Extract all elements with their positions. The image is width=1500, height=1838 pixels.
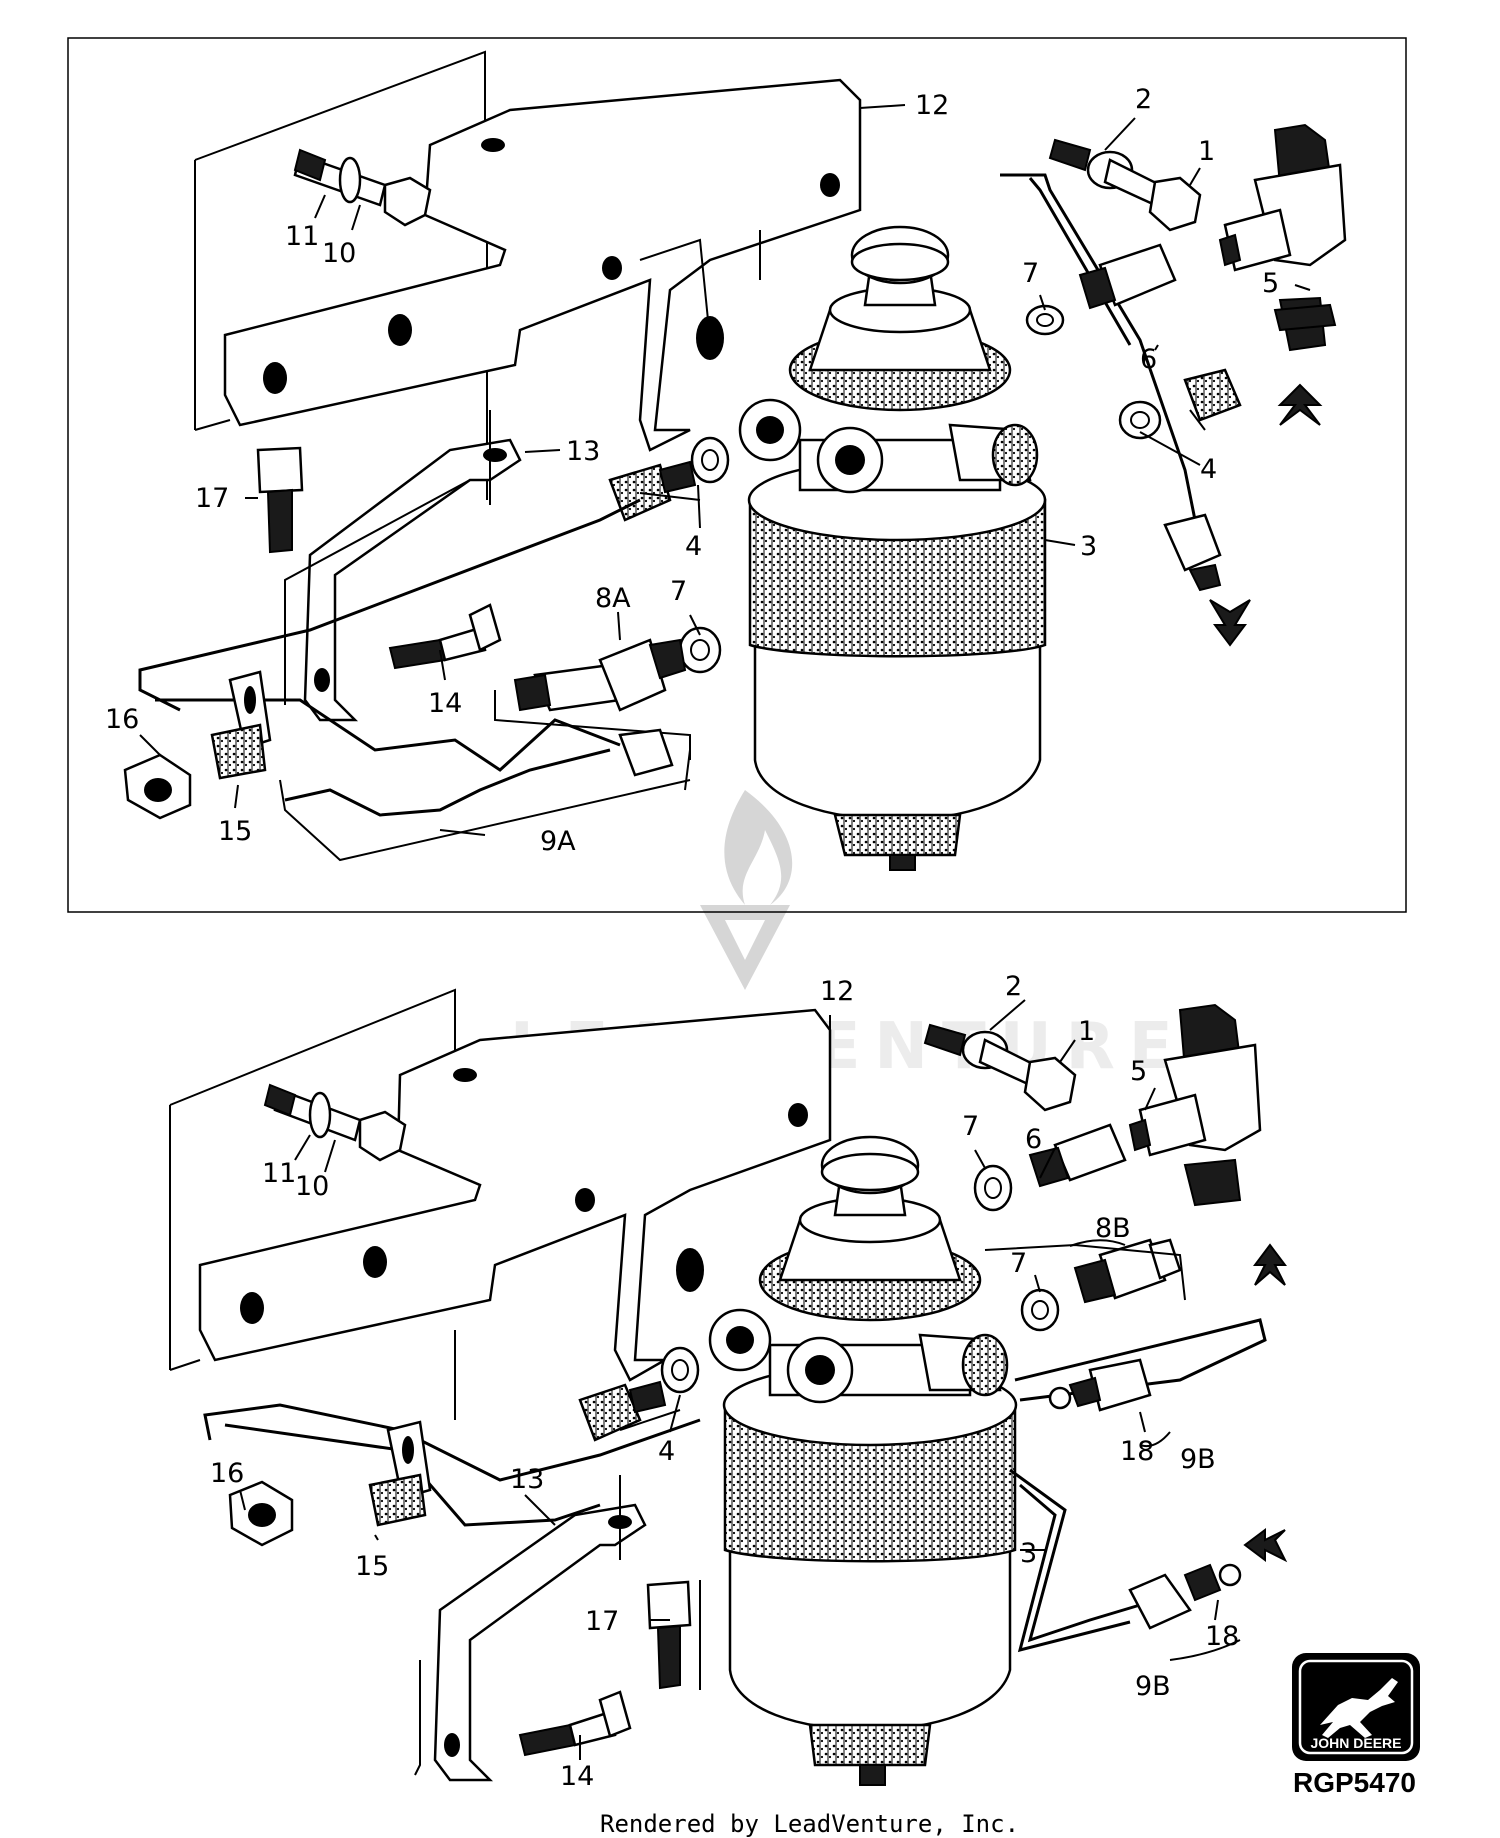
callout-2: 2: [1005, 971, 1022, 1002]
line-9a-nut: [618, 728, 674, 777]
callout-leaders: [239, 999, 1241, 1760]
callout-3: 3: [1020, 1538, 1037, 1569]
bracket-12-hole: [388, 314, 412, 346]
callout-16: 16: [210, 1458, 244, 1489]
logo-brand-text: JOHN DEERE: [1310, 1735, 1401, 1751]
callout-7: 7: [1022, 258, 1039, 289]
fitting-6: [1078, 243, 1177, 310]
bracket-12-hole: [263, 362, 287, 394]
banjo-bolt-4: [1183, 368, 1242, 422]
flow-arrow-icon: [1209, 599, 1251, 647]
fuel-filter-3: [738, 225, 1047, 871]
top-view: 12 2 1 11 10 7 5 6 4 13 17 4 3 8A 7 14 1…: [67, 37, 1407, 1000]
figure-code: RGP5470: [1293, 1767, 1416, 1798]
bottom-callouts: 12 2 1 5 11 10 7 6 8B 7 4 18 9B 16 13 15…: [210, 971, 1239, 1792]
mount-plane-lines: [169, 988, 456, 1420]
callout-18: 18: [1120, 1436, 1154, 1467]
bracket-12-hole: [602, 256, 622, 280]
bolt-14: [388, 603, 502, 670]
callout-12: 12: [915, 90, 949, 121]
callout-17: 17: [585, 1606, 619, 1637]
fuel-line-9a: [138, 498, 641, 772]
callout-1: 1: [1198, 136, 1215, 167]
callout-14: 14: [560, 1761, 594, 1792]
bracket-12-hole: [820, 173, 840, 197]
bolt-1: [1048, 138, 1202, 232]
callout-14: 14: [428, 688, 462, 719]
callout-16: 16: [105, 704, 139, 735]
callout-6: 6: [1025, 1124, 1042, 1155]
bracket-13: [303, 438, 522, 722]
fitting-6: [1028, 1123, 1127, 1188]
bolt-1: [923, 1023, 1077, 1112]
callout-leaders: [139, 104, 1311, 836]
top-view-frame: [67, 37, 1407, 913]
nut-16: [228, 1480, 294, 1547]
bolt-10: [263, 1083, 407, 1162]
top-callouts: 12 2 1 11 10 7 5 6 4 13 17 4 3 8A 7 14 1…: [105, 84, 1279, 857]
callout-10: 10: [322, 238, 356, 269]
fuel-line-9b: [1014, 1318, 1267, 1402]
callout-7b: 7: [670, 576, 687, 607]
callout-18b: 18: [1205, 1621, 1239, 1652]
callout-17: 17: [195, 483, 229, 514]
bracket-12: [223, 78, 862, 452]
callout-5: 5: [1262, 268, 1279, 299]
callout-2: 2: [1135, 84, 1152, 115]
callout-3: 3: [1080, 531, 1097, 562]
render-credit: Rendered by LeadVenture, Inc.: [600, 1810, 1019, 1838]
bracket-12-hole: [481, 138, 505, 152]
callout-4: 4: [1200, 454, 1217, 485]
callout-9a: 9A: [540, 826, 576, 857]
callout-9b: 9B: [1180, 1444, 1216, 1475]
flow-arrow-icon: [1277, 383, 1323, 426]
callout-4b: 4: [685, 531, 702, 562]
fuel-filter-3: [708, 1135, 1018, 1786]
bolt-10: [293, 148, 432, 227]
callout-7: 7: [962, 1111, 979, 1142]
callout-1: 1: [1078, 1016, 1095, 1047]
flow-arrow-icon: [1243, 1528, 1288, 1563]
flame-v-icon: [700, 790, 793, 990]
bolt-17: [256, 446, 304, 554]
callout-11: 11: [285, 221, 319, 252]
callout-8a: 8A: [595, 583, 631, 614]
banjo-bolt-4: [578, 1383, 642, 1442]
nut-16: [123, 753, 192, 820]
tee-valve-5: [1218, 123, 1347, 352]
elbow-fitting-8a: [513, 638, 687, 712]
fuel-line: [1000, 173, 1197, 521]
fitting-9b: [1048, 1358, 1152, 1412]
callout-8b: 8B: [1095, 1213, 1131, 1244]
bolt-14: [518, 1690, 632, 1757]
john-deere-logo: JOHN DEERE: [1292, 1653, 1420, 1761]
bottom-view: 12 2 1 5 11 10 7 6 8B 7 4 18 9B 16 13 15…: [169, 971, 1288, 1792]
leaping-deer-icon: [1320, 1678, 1398, 1738]
bracket-12: [198, 1008, 832, 1382]
callout-10: 10: [295, 1171, 329, 1202]
callout-4: 4: [658, 1436, 675, 1467]
line-fitting: [1163, 513, 1222, 572]
callout-9b-lower: 9B: [1135, 1671, 1171, 1702]
callout-15: 15: [218, 816, 252, 847]
callout-12: 12: [820, 976, 854, 1007]
callout-6: 6: [1140, 344, 1157, 375]
fitting-8b: [1073, 1238, 1182, 1304]
flow-arrow-icon: [1253, 1243, 1287, 1286]
callout-7b: 7: [1010, 1248, 1027, 1279]
bolt-17: [646, 1580, 692, 1690]
callout-5: 5: [1130, 1056, 1147, 1087]
callout-13: 13: [510, 1464, 544, 1495]
callout-11: 11: [262, 1158, 296, 1189]
callout-13: 13: [566, 436, 600, 467]
fitting-9b-lower: [1128, 1563, 1242, 1630]
tee-valve-5: [1128, 1003, 1262, 1207]
callout-15: 15: [355, 1551, 389, 1582]
